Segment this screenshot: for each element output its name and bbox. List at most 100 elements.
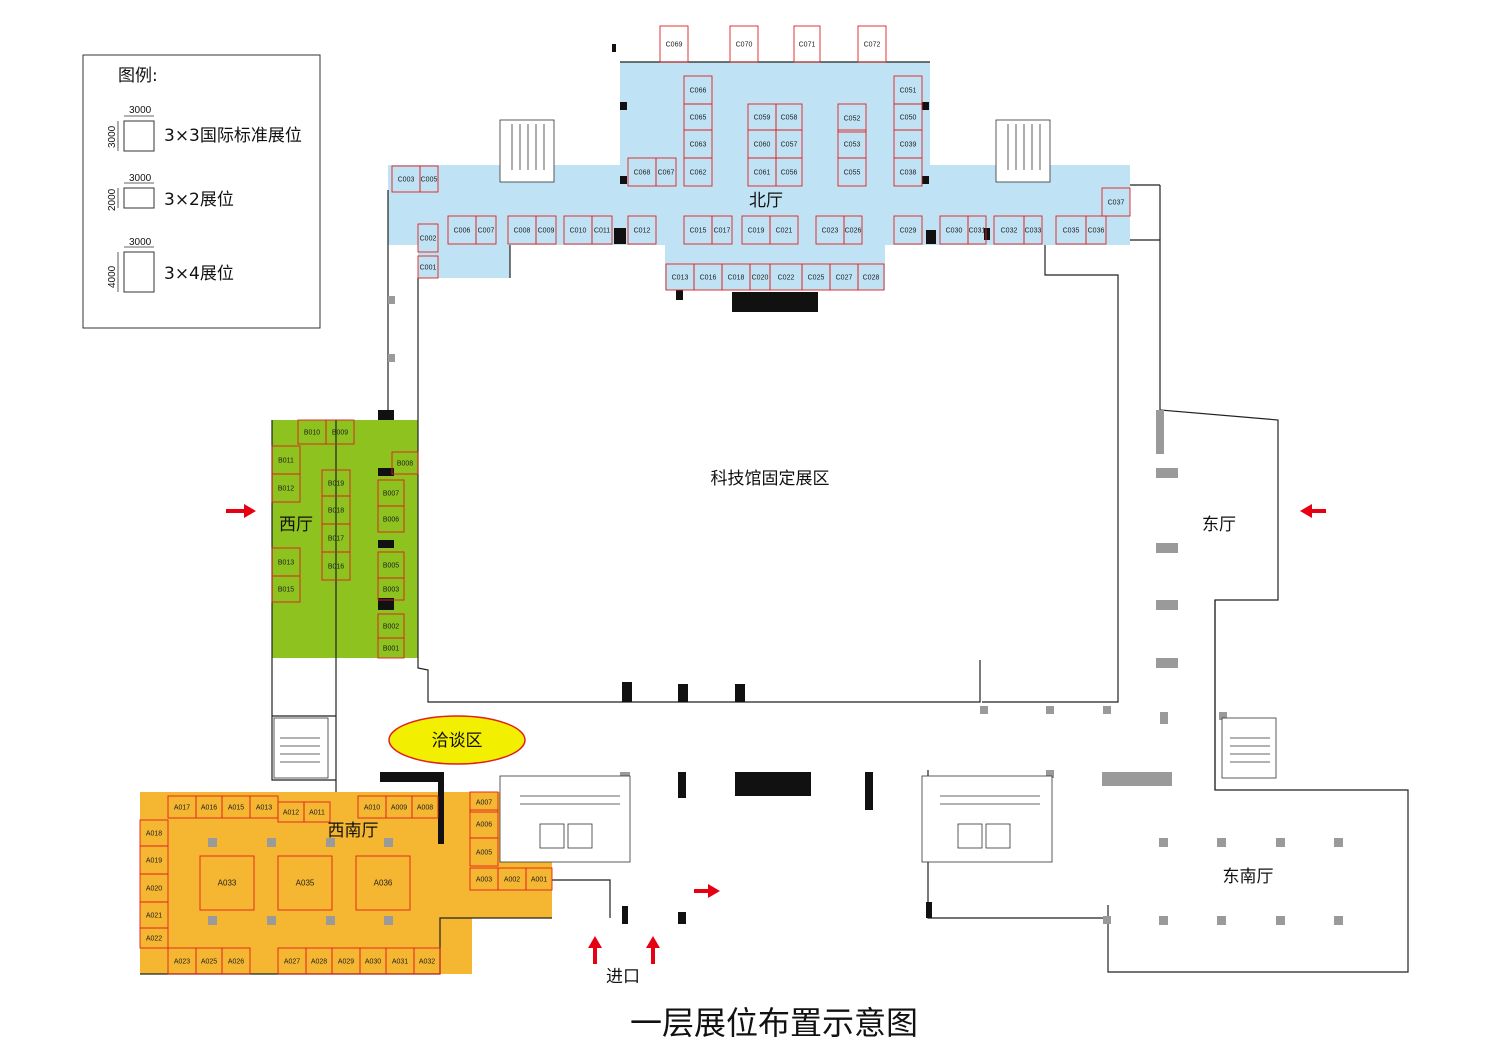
booth-label: C072 [864, 42, 881, 49]
booth-b010[interactable]: B010 [297, 419, 327, 445]
west-hall-label: 西厅 [279, 515, 313, 535]
booth-a010[interactable]: A010 [357, 795, 387, 819]
booth-b005[interactable]: B005 [377, 551, 405, 579]
legend-title: 图例: [118, 66, 158, 86]
legend-item-3x3-width: 3000 [129, 105, 152, 116]
booth-outline [683, 75, 713, 105]
booth-label: C027 [836, 275, 853, 282]
booth-outline [793, 25, 821, 63]
booth-outline [857, 263, 885, 291]
booth-c070[interactable]: C070 [729, 25, 759, 63]
booth-b007[interactable]: B007 [377, 479, 405, 507]
booth-c007[interactable]: C007 [475, 215, 497, 245]
booth-a006[interactable]: A006 [469, 809, 499, 839]
booth-outline [843, 215, 863, 245]
booth-c061[interactable]: C061 [747, 157, 777, 187]
booth-b015[interactable]: B015 [271, 575, 301, 603]
booth-c051[interactable]: C051 [893, 75, 923, 105]
booth-a022[interactable]: A022 [139, 927, 169, 949]
booth-label: C021 [776, 228, 793, 235]
booth-c052[interactable]: C052 [837, 103, 867, 133]
booth-c021[interactable]: C021 [769, 215, 799, 245]
booth-b019[interactable]: B019 [321, 469, 351, 497]
booth-c017[interactable]: C017 [711, 215, 733, 245]
booth-outline [711, 215, 733, 245]
structural-columns [378, 44, 990, 924]
booth-a036[interactable]: A036 [355, 855, 411, 911]
booth-c066[interactable]: C066 [683, 75, 713, 105]
booth-c005[interactable]: C005 [419, 165, 439, 193]
booth-c069[interactable]: C069 [659, 25, 689, 63]
booth-a032[interactable]: A032 [413, 947, 441, 975]
booth-outline [469, 867, 499, 891]
booth-label: A017 [174, 805, 190, 812]
booth-label: C019 [748, 228, 765, 235]
booth-label: A001 [531, 877, 547, 884]
booth-outline [417, 255, 439, 279]
booth-label: A035 [296, 879, 315, 888]
negotiation-zone[interactable]: 洽谈区 [388, 715, 526, 765]
booth-label: C036 [1088, 228, 1105, 235]
booth-label: A021 [146, 913, 162, 920]
booth-c028[interactable]: C028 [857, 263, 885, 291]
booth-label: A031 [392, 959, 408, 966]
legend-item-3x2: 3000 2000 3×2展位 [107, 173, 234, 211]
booth-a017[interactable]: A017 [167, 795, 197, 819]
booth-label: C057 [781, 142, 798, 149]
booth-a035[interactable]: A035 [277, 855, 333, 911]
booth-label: A015 [228, 805, 244, 812]
booth-c055[interactable]: C055 [837, 157, 867, 187]
staircase-west [273, 717, 329, 779]
booth-outline [167, 795, 197, 819]
legend-item-3x4-depth: 4000 [107, 265, 118, 288]
booth-c071[interactable]: C071 [793, 25, 821, 63]
booth-c001[interactable]: C001 [417, 255, 439, 279]
staircase-north-left [499, 119, 555, 183]
page-title: 一层展位布置示意图 [630, 1004, 918, 1042]
booth-a003[interactable]: A003 [469, 867, 499, 891]
booth-label: C058 [781, 115, 798, 122]
booth-c029[interactable]: C029 [893, 215, 923, 245]
booth-c002[interactable]: C002 [417, 223, 439, 253]
legend-item-3x3: 3000 3000 3×3国际标准展位 [107, 105, 302, 152]
booth-label: C068 [634, 170, 651, 177]
booth-c012[interactable]: C012 [627, 215, 657, 245]
booth-outline [277, 855, 333, 911]
booth-b002[interactable]: B002 [377, 613, 405, 639]
booth-outline [469, 809, 499, 839]
booth-a007[interactable]: A007 [469, 791, 499, 813]
booth-label: B001 [383, 646, 399, 653]
booth-label: A018 [146, 831, 162, 838]
booth-c068[interactable]: C068 [627, 157, 657, 187]
booth-label: B007 [383, 491, 399, 498]
arrow-west-icon [226, 504, 256, 518]
booth-c037[interactable]: C037 [1101, 187, 1131, 217]
booth-c036[interactable]: C036 [1085, 215, 1107, 245]
booth-c031[interactable]: C031 [967, 215, 987, 245]
booth-b012[interactable]: B012 [271, 473, 301, 503]
booth-c033[interactable]: C033 [1023, 215, 1043, 245]
booth-c011[interactable]: C011 [591, 215, 613, 245]
booth-label: C013 [672, 275, 689, 282]
booth-label: C052 [844, 116, 861, 123]
booth-label: B016 [328, 564, 344, 571]
booth-c009[interactable]: C009 [535, 215, 557, 245]
booth-outline [419, 165, 439, 193]
booth-c072[interactable]: C072 [857, 25, 887, 63]
legend-item-3x3-depth: 3000 [107, 125, 118, 148]
booth-label: C039 [900, 142, 917, 149]
booth-outline [1085, 215, 1107, 245]
booth-b008[interactable]: B008 [391, 451, 419, 475]
entrance-arrows [226, 504, 1326, 964]
booth-a026[interactable]: A026 [221, 947, 251, 975]
booth-outline [475, 215, 497, 245]
booth-label: A033 [218, 879, 237, 888]
booth-label: C017 [714, 228, 731, 235]
booth-label: C022 [778, 275, 795, 282]
booth-label: B005 [383, 563, 399, 570]
booth-outline [297, 419, 327, 445]
booth-c026[interactable]: C026 [843, 215, 863, 245]
booth-label: C010 [570, 228, 587, 235]
booth-a033[interactable]: A033 [199, 855, 255, 911]
booth-label: C066 [690, 88, 707, 95]
